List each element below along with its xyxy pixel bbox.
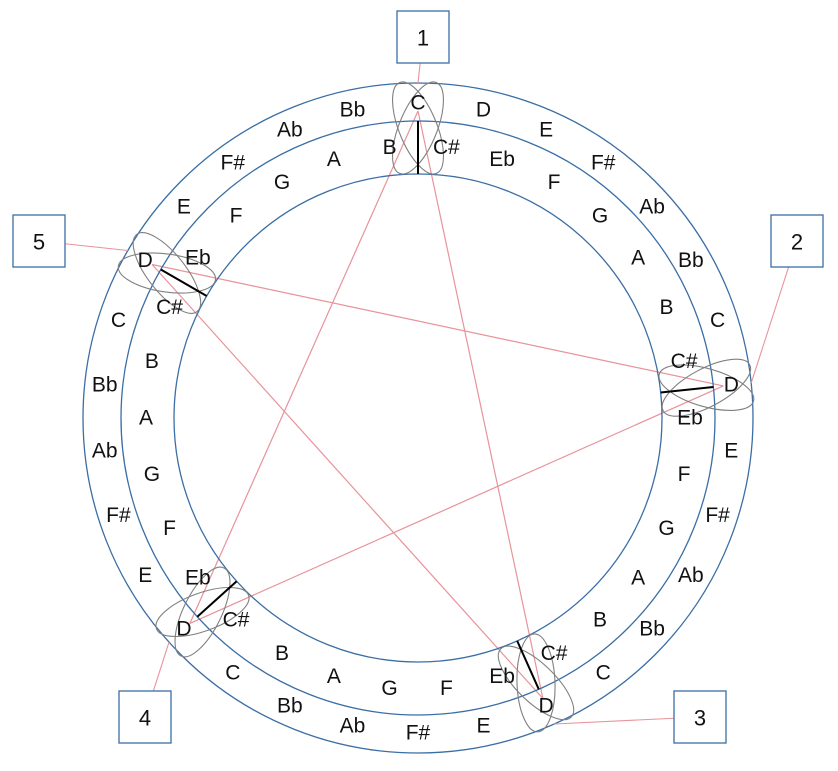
box-label-1: 1 [417,26,429,51]
outer-note-21: F# [106,504,131,527]
inner-note-21: G [144,463,160,486]
outer-note-25: D [138,249,153,272]
outer-note-24: C [111,309,126,332]
inner-note-29: B [383,136,397,159]
middle-ring [120,120,716,716]
outer-note-11: Bb [639,617,665,640]
star-line-2 [151,263,724,387]
inner-note-4: A [631,247,645,270]
tick-3 [196,580,238,618]
inner-note-1: Eb [489,148,515,171]
inner-note-0: C# [433,136,460,159]
inner-note-9: G [658,517,674,540]
inner-note-17: B [275,642,289,665]
outer-note-15: F# [406,722,431,745]
outer-note-29: Bb [340,98,366,121]
outer-note-26: E [177,196,191,219]
lens-group [117,81,755,733]
outer-note-6: C [710,309,725,332]
lens-2-1 [516,633,556,733]
numbered-boxes: 1 2 3 4 5 [12,10,824,744]
inner-note-24: C# [156,296,183,319]
box-1 [396,10,450,64]
pentagram-lines [151,110,724,699]
inner-note-10: A [631,566,645,589]
box-label-3: 3 [694,706,706,731]
box-label-5: 5 [33,230,45,255]
outer-note-4: Ab [639,196,665,219]
inner-note-15: G [381,677,397,700]
inner-note-14: F [440,677,453,700]
box-4 [118,690,172,744]
star-line-4 [189,110,419,624]
outer-note-3: F# [591,152,616,175]
tick-1 [660,386,714,394]
outer-note-0: C [410,92,425,115]
outer-note-9: F# [705,504,730,527]
inner-note-8: F [678,463,691,486]
inner-note-22: A [139,407,153,430]
inner-note-16: A [327,665,341,688]
inner-note-5: B [659,296,673,319]
inner-note-19: Eb [185,566,211,589]
lens-3-1 [155,586,250,638]
lens-4-0 [117,252,217,294]
outer-note-5: Bb [678,249,704,272]
tick-group [160,121,714,690]
inner-note-11: B [593,609,607,632]
lens-1-1 [658,364,755,411]
lens-3-0 [174,566,231,658]
lens-2-0 [497,645,575,721]
box-label-2: 2 [791,230,803,255]
inner-note-2: F [548,171,561,194]
outer-note-10: Ab [678,564,704,587]
outer-note-13: D [539,694,554,717]
inner-note-7: Eb [677,407,703,430]
inner-note-12: C# [541,642,568,665]
outer-note-12: C [596,661,611,684]
outer-note-17: Bb [277,694,303,717]
outer-note-18: C [225,661,240,684]
inner-note-20: F [163,517,176,540]
lens-4-1 [132,232,202,314]
inner-note-25: Eb [185,247,211,270]
inner-note-26: F [230,204,243,227]
outer-note-16: Ab [340,715,366,738]
outer-note-23: Bb [92,374,118,397]
inner-ring [173,173,663,663]
outer-note-28: Ab [277,119,303,142]
lens-0-1 [392,81,444,175]
outer-note-2: E [539,119,553,142]
inner-note-13: Eb [489,665,515,688]
star-line-0 [417,110,544,699]
inner-note-18: C# [223,609,250,632]
box-2 [770,214,824,268]
inner-note-27: G [274,171,290,194]
inner-note-6: C# [671,350,698,373]
box-5 [12,214,66,268]
outer-note-27: F# [221,152,246,175]
tick-2 [516,640,540,690]
tick-4 [160,268,208,297]
outer-note-20: E [138,564,152,587]
box-label-4: 4 [139,706,151,731]
lens-0-0 [392,81,444,175]
box-3 [673,690,727,744]
inner-note-28: A [327,148,341,171]
inner-note-23: B [145,350,159,373]
star-line-3 [189,385,724,624]
outer-note-7: D [724,374,739,397]
star-line-1 [151,264,544,699]
outer-note-8: E [724,439,738,462]
inner-note-3: G [592,204,608,227]
lens-1-0 [661,358,752,417]
outer-note-14: E [476,715,490,738]
outer-note-1: D [476,98,491,121]
outer-note-19: D [176,617,191,640]
outer-note-22: Ab [92,439,118,462]
